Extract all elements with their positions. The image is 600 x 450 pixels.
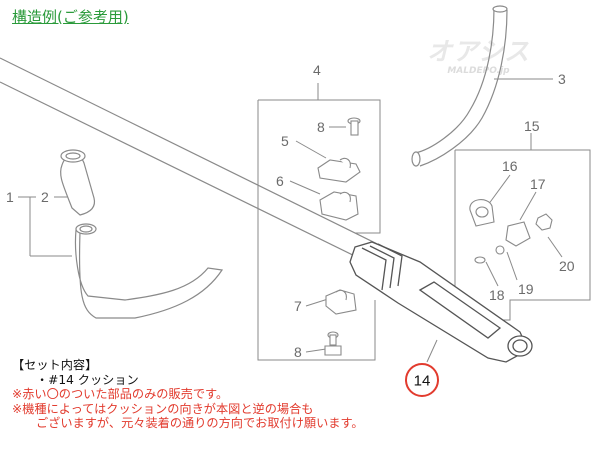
part-label-18: 18 [489,287,505,303]
part-label-17: 17 [530,176,546,192]
part-label-5: 5 [281,133,289,149]
small-clamp-hardware [469,199,553,264]
orientation-note: ※機種によってはクッションの向きが本図と逆の場合も [12,401,314,416]
part-label-8-bottom: 8 [294,344,302,360]
set-contents-notes: 【セット内容】・#14 クッション※赤い〇のついた部品のみの販売です。※機種によ… [12,358,364,431]
part-label-16: 16 [502,158,518,174]
part-label-2: 2 [41,189,49,205]
brand-logo-text: オアシス [426,37,530,66]
part-label-14: 14 [414,373,431,390]
set-contents-item: ・#14 クッション [36,372,139,387]
part-4-bracket-box [257,99,381,361]
upper-bent-tube [411,5,508,167]
brand-watermark: オアシス MALDEPO.jp [427,32,530,76]
part-label-8-top: 8 [317,119,325,135]
part-label-3: 3 [558,71,566,87]
page-title: 構造例(ご参考用) [12,8,129,26]
leader-lines [18,78,563,363]
set-contents-heading: 【セット内容】 [12,358,98,372]
grip-handle-assembly [60,149,224,319]
sale-note: ※赤い〇のついた部品のみの販売です。 [12,387,229,402]
main-handlebar-pipe [0,57,431,289]
part-14-highlight: 14 [405,363,439,397]
part-label-19: 19 [518,281,534,297]
part-label-1: 1 [6,189,14,205]
cushion-part-14 [349,241,533,363]
orientation-note-continued: ございますが、元々装着の通りの方向でお取付け願います。 [36,416,364,431]
part-label-20: 20 [559,258,575,274]
part-label-4: 4 [313,62,321,78]
part-label-6: 6 [276,173,284,189]
brand-url: MALDEPO.jp [447,66,510,76]
clamp-and-bolt-parts [317,117,361,356]
part-label-15: 15 [524,118,540,134]
part-label-7: 7 [294,298,302,314]
